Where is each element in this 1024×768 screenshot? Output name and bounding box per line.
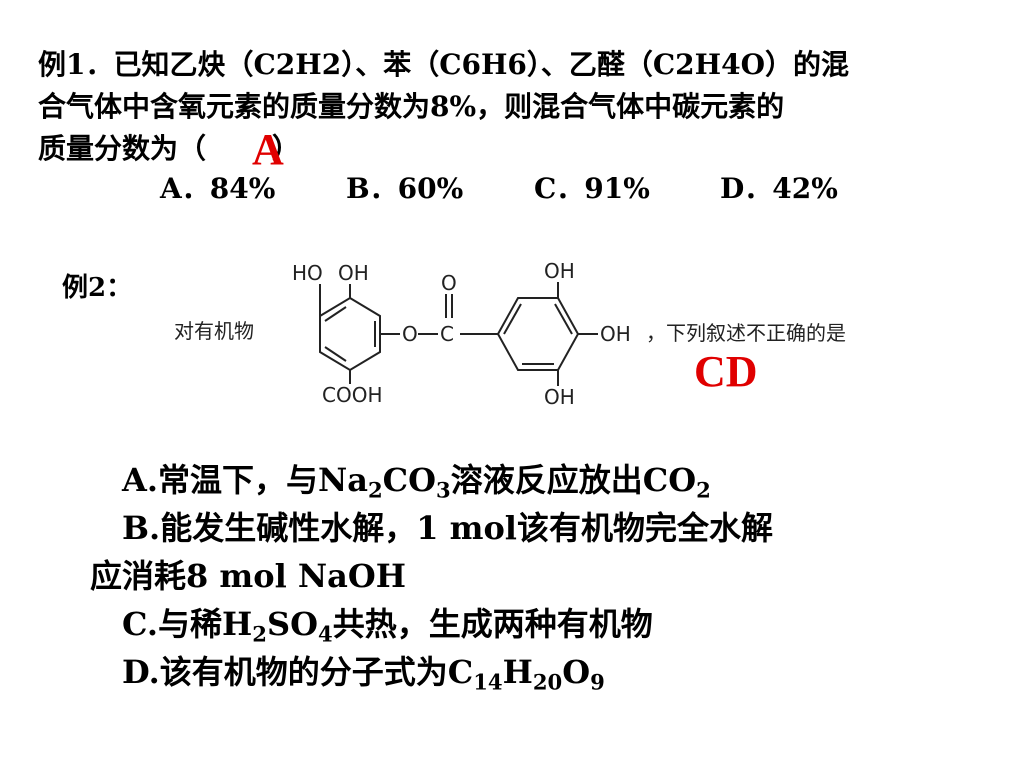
- question-1-line-1: 例1．已知乙炔（C2H2）、苯（C6H6）、乙醛（C2H4O）的混: [38, 48, 849, 81]
- left-ring-bonds: [319, 284, 498, 384]
- hydroxyl-oh-bottom-label: OH: [544, 385, 575, 409]
- ester-oxygen-label: O: [402, 322, 418, 346]
- carboxyl-cooh-label: COOH: [322, 383, 383, 407]
- question-2-option-b-line-2: 应消耗8 mol NaOH: [90, 557, 407, 595]
- question-2-label: 例2：: [62, 273, 133, 303]
- question-1: 例1．已知乙炔（C2H2）、苯（C6H6）、乙醛（C2H4O）的混 合气体中含氧…: [38, 44, 988, 170]
- molecule-structure: 对有机物 HO OH COOH O C O OH OH OH ，下列叙述: [174, 259, 846, 409]
- question-1-line-3-start: 质量分数为（: [38, 132, 207, 165]
- question-1-line-2: 合气体中含氧元素的质量分数为8%，则混合气体中碳元素的: [38, 90, 785, 123]
- ester-carbon-label: C: [440, 322, 454, 346]
- question-2-answer: CD: [694, 347, 758, 396]
- hydroxyl-oh-top-left-label: OH: [338, 261, 369, 285]
- right-benzene-ring: [496, 297, 580, 371]
- question-2-options: A.常温下，与Na2CO3溶液反应放出CO2 B.能发生碱性水解，1 mol该有…: [90, 456, 990, 696]
- question-1-answer: A: [252, 125, 284, 174]
- question-1-option-c: C．91%: [534, 172, 650, 205]
- structure-prefix-text: 对有机物: [174, 319, 254, 343]
- structure-suffix-text: ，下列叙述不正确的是: [646, 321, 846, 345]
- right-ring-bonds: [557, 282, 598, 386]
- question-1-option-a: A．84%: [160, 172, 276, 205]
- question-2-option-a: A.常温下，与Na2CO3溶液反应放出CO2: [122, 461, 711, 503]
- question-2-option-d: D.该有机物的分子式为C14H20O9: [122, 653, 605, 695]
- question-1-option-d: D．42%: [720, 172, 838, 205]
- hydroxyl-ho-label: HO: [292, 261, 323, 285]
- question-2-option-b-line-1: B.能发生碱性水解，1 mol该有机物完全水解: [122, 509, 773, 547]
- carbonyl-double-bond: [445, 294, 453, 318]
- hydroxyl-oh-right-label: OH: [600, 322, 631, 346]
- left-benzene-ring: [319, 296, 381, 372]
- hydroxyl-oh-top-right-label: OH: [544, 259, 575, 283]
- carbonyl-oxygen-label: O: [441, 271, 457, 295]
- question-1-option-b: B．60%: [346, 172, 464, 205]
- question-1-line-3-end: ）: [272, 132, 301, 165]
- question-2-option-c: C.与稀H2SO4共热，生成两种有机物: [122, 605, 653, 647]
- question-1-line-3: 质量分数为（ ）: [38, 128, 988, 170]
